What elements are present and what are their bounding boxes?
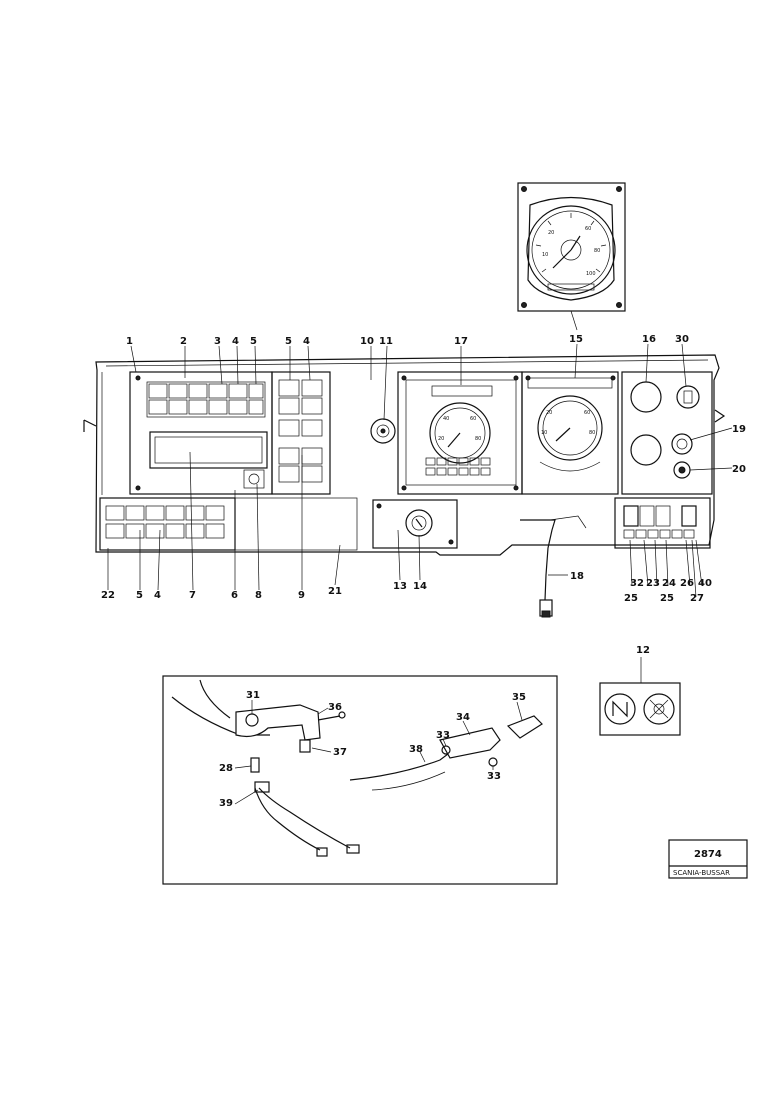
callout-labels-dashboard: 1 2 3 4 5 5 4 10 11 17 15 16 30 19 20 22… <box>101 334 746 604</box>
detail-inset <box>162 675 558 885</box>
svg-text:60: 60 <box>584 410 590 416</box>
callout-14: 14 <box>413 581 427 592</box>
center-switch-column <box>271 371 331 495</box>
callout-27: 27 <box>690 593 704 604</box>
callout-36: 36 <box>328 702 342 713</box>
rocker-switch-row <box>148 383 264 415</box>
callout-5: 5 <box>285 336 292 347</box>
callout-10: 10 <box>360 336 374 347</box>
callout-5: 5 <box>136 590 143 601</box>
lower-right-switch-panel <box>614 497 711 549</box>
svg-text:80: 80 <box>594 248 600 254</box>
brand-label: SCANIA-BUSSAR <box>673 869 730 877</box>
callout-4: 4 <box>232 336 239 347</box>
leader-lines-inset <box>234 700 523 805</box>
svg-text:80: 80 <box>589 430 595 436</box>
callout-18: 18 <box>570 571 584 582</box>
callout-20: 20 <box>732 464 746 475</box>
callout-3: 3 <box>214 336 221 347</box>
callout-25: 25 <box>660 593 674 604</box>
svg-text:10: 10 <box>542 252 548 258</box>
callout-15: 15 <box>569 334 583 345</box>
lower-left-switch-panel <box>99 497 358 551</box>
callout-33: 33 <box>436 730 450 741</box>
callout-38: 38 <box>409 744 423 755</box>
callout-1: 1 <box>126 336 133 347</box>
callout-13: 13 <box>393 581 407 592</box>
svg-text:20: 20 <box>546 410 552 416</box>
callout-33: 33 <box>487 771 501 782</box>
callout-22: 22 <box>101 590 115 601</box>
callout-29: 25 <box>624 593 638 604</box>
callout-2: 2 <box>180 336 187 347</box>
svg-text:10: 10 <box>541 430 547 436</box>
callout-23: 23 <box>646 578 660 589</box>
title-block: 2874 SCANIA-BUSSAR <box>668 839 748 879</box>
leader-lines-dashboard <box>106 343 733 598</box>
callout-39: 39 <box>219 798 233 809</box>
instrument-cluster: 40 60 20 80 <box>397 371 523 495</box>
callout-34: 34 <box>456 712 470 723</box>
callout-8: 8 <box>255 590 262 601</box>
callout-17: 17 <box>454 336 468 347</box>
callout-labels-inset: 31 36 37 28 39 35 34 33 38 33 <box>219 690 526 809</box>
callout-31: 31 <box>246 690 260 701</box>
callout-37: 37 <box>333 747 347 758</box>
callout-11: 11 <box>379 336 393 347</box>
warning-light-grid <box>425 457 491 476</box>
callout-24: 24 <box>662 578 676 589</box>
svg-text:40: 40 <box>443 416 449 422</box>
svg-text:60: 60 <box>470 416 476 422</box>
callout-5: 5 <box>250 336 257 347</box>
tachograph-inset: 20 60 80 10 100 <box>517 182 626 312</box>
callout-6: 6 <box>231 590 238 601</box>
callout-4: 4 <box>154 590 161 601</box>
callout-9: 9 <box>298 590 305 601</box>
callout-35: 35 <box>512 692 526 703</box>
callout-30: 30 <box>675 334 689 345</box>
callout-19: 19 <box>732 424 746 435</box>
callout-12: 12 <box>636 645 650 656</box>
drawing-number: 2874 <box>694 849 722 860</box>
svg-text:20: 20 <box>548 230 554 236</box>
callout-21: 21 <box>328 586 342 597</box>
svg-text:100: 100 <box>586 271 596 277</box>
tachograph-needle <box>552 235 581 269</box>
svg-text:60: 60 <box>585 226 591 232</box>
svg-text:80: 80 <box>475 436 481 442</box>
callout-4: 4 <box>303 336 310 347</box>
callout-16: 16 <box>642 334 656 345</box>
small-gauge-11 <box>370 418 396 444</box>
callout-7: 7 <box>189 590 196 601</box>
svg-text:20: 20 <box>438 436 444 442</box>
callout-32: 32 <box>630 578 644 589</box>
left-switch-panel <box>129 371 273 495</box>
dashboard-panel <box>83 354 726 556</box>
symbol-inset-12: 12 <box>599 645 681 736</box>
speedometer: 20 60 10 80 <box>521 371 619 495</box>
right-gauge-panel <box>621 371 713 495</box>
callout-26: 26 <box>680 578 694 589</box>
callout-28: 28 <box>219 763 233 774</box>
ignition-panel <box>372 499 458 549</box>
callout-40: 40 <box>698 578 712 589</box>
cable-18 <box>520 515 587 618</box>
